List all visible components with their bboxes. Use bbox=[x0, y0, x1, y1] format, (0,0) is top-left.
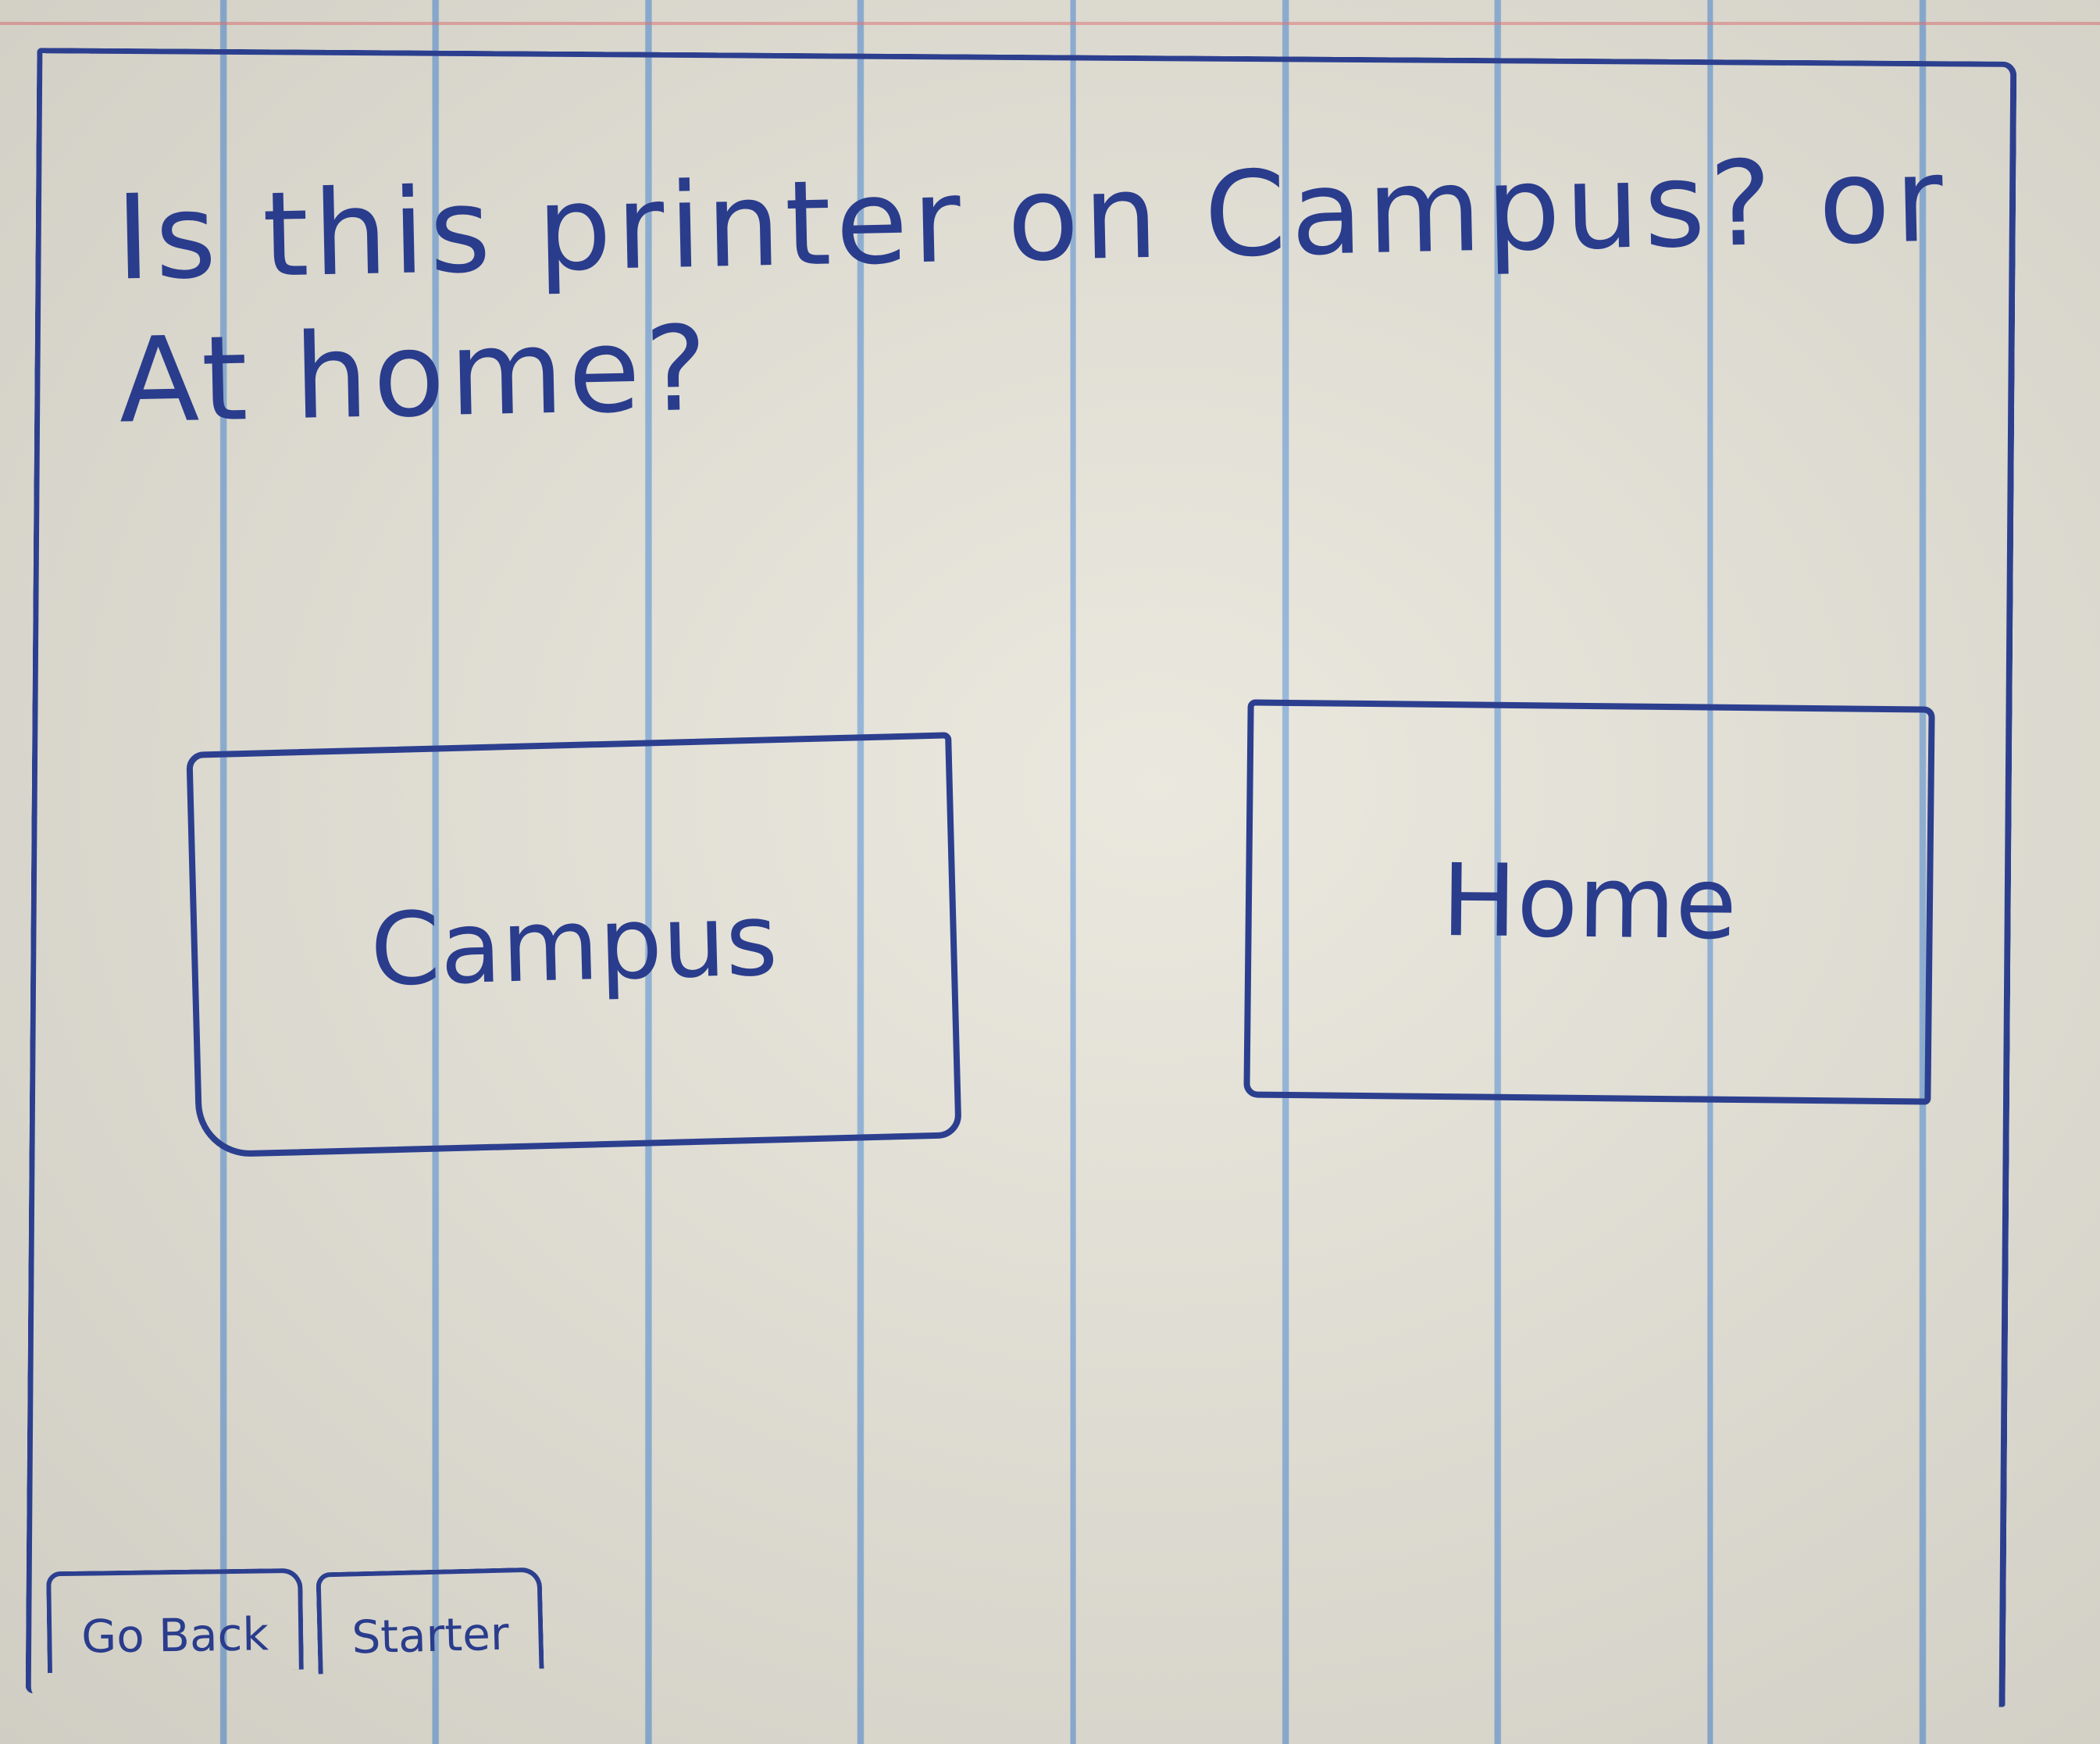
bottom-tab-bar: Go Back Starter bbox=[46, 1567, 557, 1674]
tab-go-back[interactable]: Go Back bbox=[46, 1567, 304, 1674]
location-question: Is this printer on Campus? or At home? bbox=[114, 132, 1949, 450]
tab-starter[interactable]: Starter bbox=[316, 1567, 544, 1674]
campus-button[interactable]: Campus bbox=[186, 732, 962, 1158]
home-button[interactable]: Home bbox=[1243, 699, 1935, 1105]
